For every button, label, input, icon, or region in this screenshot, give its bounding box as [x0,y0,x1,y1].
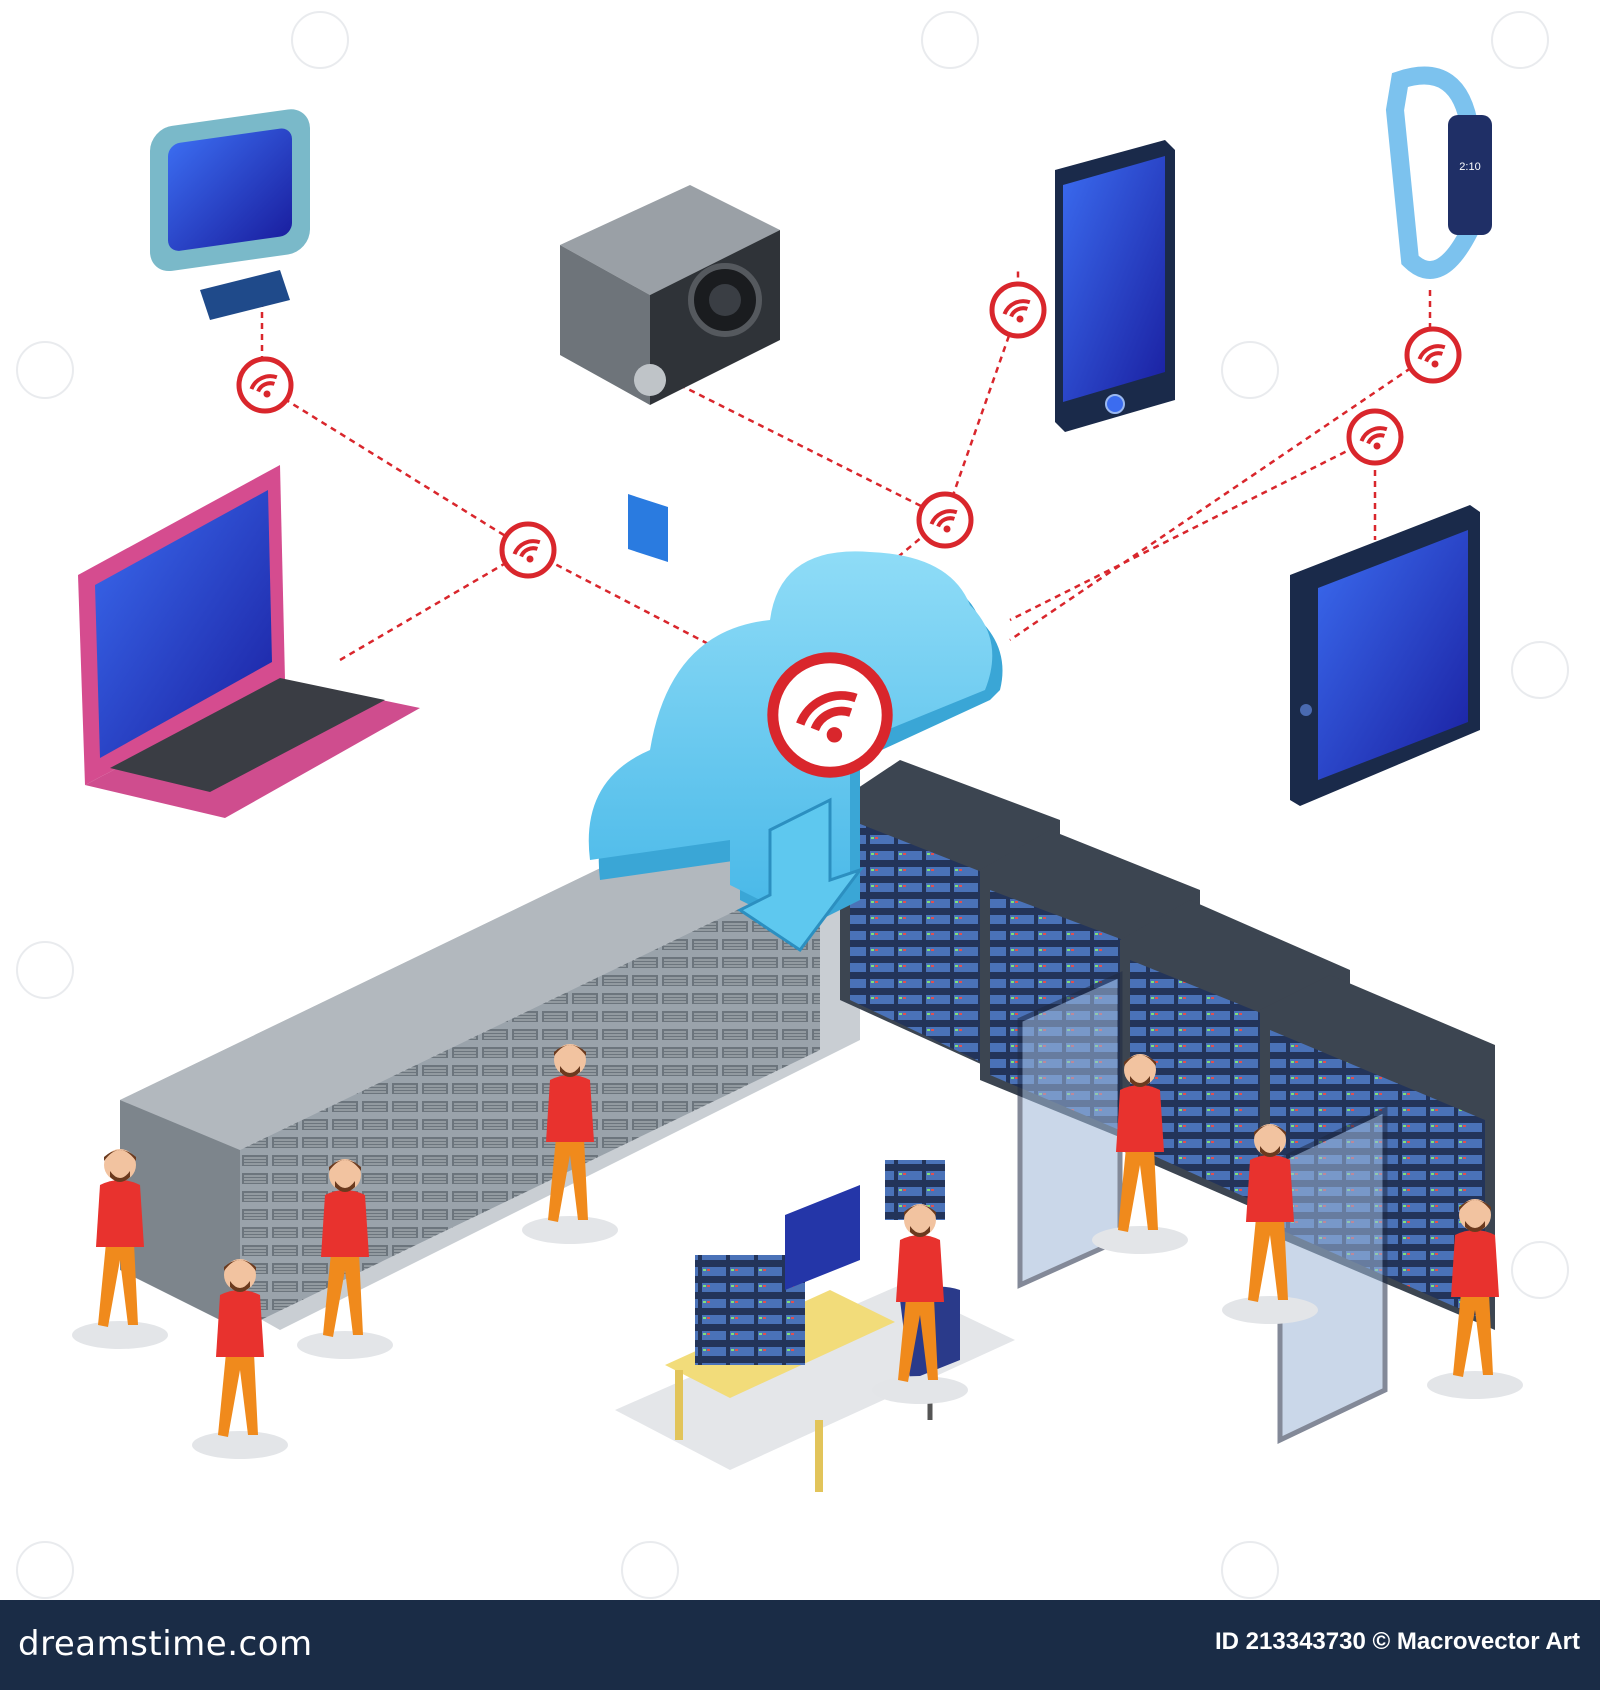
footer-bar: dreamstime.com ID 213343730 © Macrovecto… [0,1600,1600,1690]
wifi-badge-tablet [1349,411,1401,463]
action-camera-icon [560,185,780,563]
wifi-badge-camera [919,494,971,546]
image-credit: ID 213343730 © Macrovector Art [1215,1628,1580,1655]
smartphone-icon [1055,140,1175,432]
cloud-wifi-badge [773,658,887,772]
dreamstime-logo: dreamstime.com [18,1624,313,1664]
fitness-band-time: 2:10 [1459,161,1480,173]
wifi-badge-watch [239,359,291,411]
isometric-datacenter-illustration: 2:10 [16,11,1569,1599]
wifi-badge-band [1407,329,1459,381]
grey-server-row [120,820,860,1330]
operator-desk [615,1160,1015,1492]
smartwatch-icon [150,109,310,320]
wifi-badge-phone [992,284,1044,336]
wifi-badge-laptop [502,524,554,576]
fitness-band-icon: 2:10 [1385,66,1492,279]
laptop-icon [78,465,420,818]
tablet-icon [1290,505,1480,806]
